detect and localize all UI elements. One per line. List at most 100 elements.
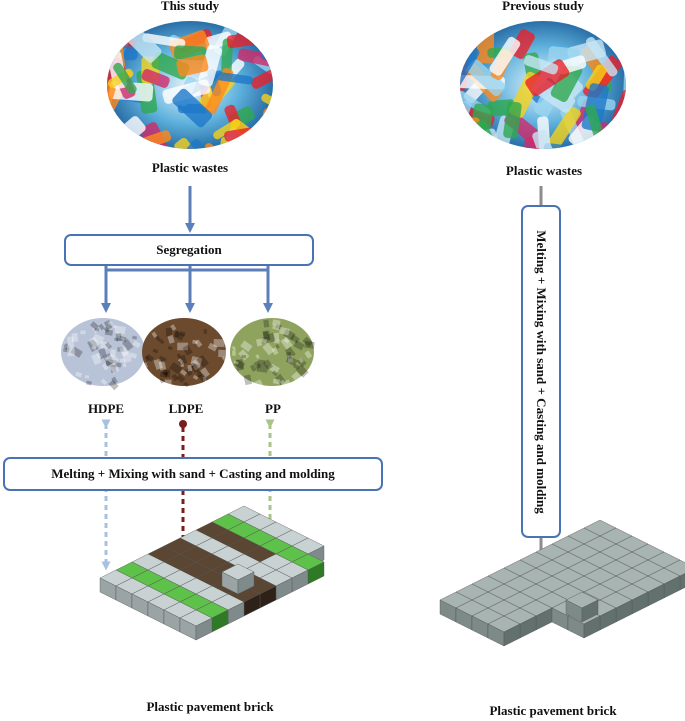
granule: [159, 378, 165, 384]
segregation-box: Segregation: [64, 234, 314, 266]
hdpe-label: HDPE: [87, 401, 125, 416]
bottle-shape: [451, 151, 472, 184]
bottle-shape: [174, 137, 206, 149]
granule: [190, 359, 201, 371]
bottle-shape: [523, 55, 559, 75]
granule: [256, 363, 269, 373]
granule: [102, 363, 109, 371]
granule: [91, 345, 97, 351]
granule: [176, 373, 186, 383]
granule: [207, 342, 218, 352]
granule: [258, 359, 266, 366]
brick-side: [503, 623, 521, 647]
granule: [108, 362, 120, 374]
granule: [285, 355, 298, 367]
granule: [85, 380, 92, 386]
granule: [194, 339, 203, 348]
granule: [167, 346, 173, 351]
granule: [249, 364, 257, 372]
bottle-shape: [107, 124, 121, 149]
granule: [260, 337, 268, 344]
granule: [70, 346, 83, 358]
granule: [119, 345, 129, 357]
granule: [115, 331, 122, 337]
granule: [231, 345, 237, 351]
granule: [275, 343, 280, 349]
granule: [178, 359, 184, 366]
granule: [203, 329, 208, 334]
granule: [272, 378, 281, 385]
left-source-label: Plastic wastes: [151, 160, 229, 175]
granule: [176, 353, 181, 359]
granule: [117, 347, 124, 352]
right-source-label: Plastic wastes: [505, 163, 583, 178]
ldpe-label: LDPE: [168, 401, 204, 416]
pile-base: [61, 318, 145, 386]
granule: [132, 340, 141, 349]
granule: [231, 350, 236, 356]
granule: [272, 370, 279, 377]
granule: [262, 330, 271, 341]
granule: [202, 376, 207, 382]
granule: [284, 346, 296, 359]
granule: [272, 323, 280, 331]
granule: [263, 359, 274, 371]
granule: [272, 319, 281, 326]
granule: [88, 336, 101, 349]
process-label-right: Melting + Mixing with sand + Casting and…: [534, 229, 549, 514]
pile-base: [230, 318, 314, 386]
granule: [62, 347, 70, 353]
granule: [155, 335, 161, 342]
process-box-right: Melting + Mixing with sand + Casting and…: [521, 205, 561, 538]
granule: [196, 370, 202, 377]
granule: [107, 320, 114, 326]
granule: [152, 348, 159, 354]
granule: [111, 376, 118, 384]
granule: [273, 332, 280, 341]
granule: [106, 353, 120, 366]
bottle-shape: [198, 44, 222, 87]
granule: [240, 340, 253, 352]
granule: [234, 358, 245, 371]
granule: [112, 324, 117, 329]
granule: [122, 362, 127, 368]
granule: [253, 379, 265, 392]
granule: [184, 367, 193, 377]
granule: [255, 338, 263, 347]
granule: [63, 343, 70, 351]
bottle-shape: [173, 139, 202, 149]
bottle-shape: [625, 25, 626, 54]
granule: [200, 367, 210, 378]
process-box-left: Melting + Mixing with sand + Casting and…: [3, 457, 383, 491]
granule: [121, 350, 132, 364]
granule: [164, 369, 171, 378]
granule: [100, 378, 108, 386]
bottle-shape: [489, 36, 521, 76]
granule: [263, 319, 270, 328]
granule: [293, 340, 305, 351]
granule: [162, 371, 169, 376]
pp-label: PP: [265, 401, 281, 416]
granule: [142, 362, 148, 369]
granule: [279, 379, 287, 387]
granule: [179, 331, 186, 337]
granule: [191, 362, 199, 369]
bottle-shape: [503, 101, 522, 139]
bottle-shape: [525, 59, 570, 97]
granule: [110, 364, 117, 374]
granule: [278, 326, 290, 336]
granule: [110, 349, 116, 358]
granule: [304, 350, 313, 359]
granule: [243, 374, 253, 386]
granule: [283, 338, 290, 344]
granule: [271, 347, 279, 356]
brick-side: [195, 617, 213, 641]
granule: [268, 363, 280, 374]
bottle-shape: [620, 128, 626, 149]
granule: [282, 328, 296, 341]
bottle-shape: [261, 93, 273, 115]
granule: [103, 326, 110, 333]
granule: [165, 327, 173, 337]
granule: [255, 354, 260, 360]
